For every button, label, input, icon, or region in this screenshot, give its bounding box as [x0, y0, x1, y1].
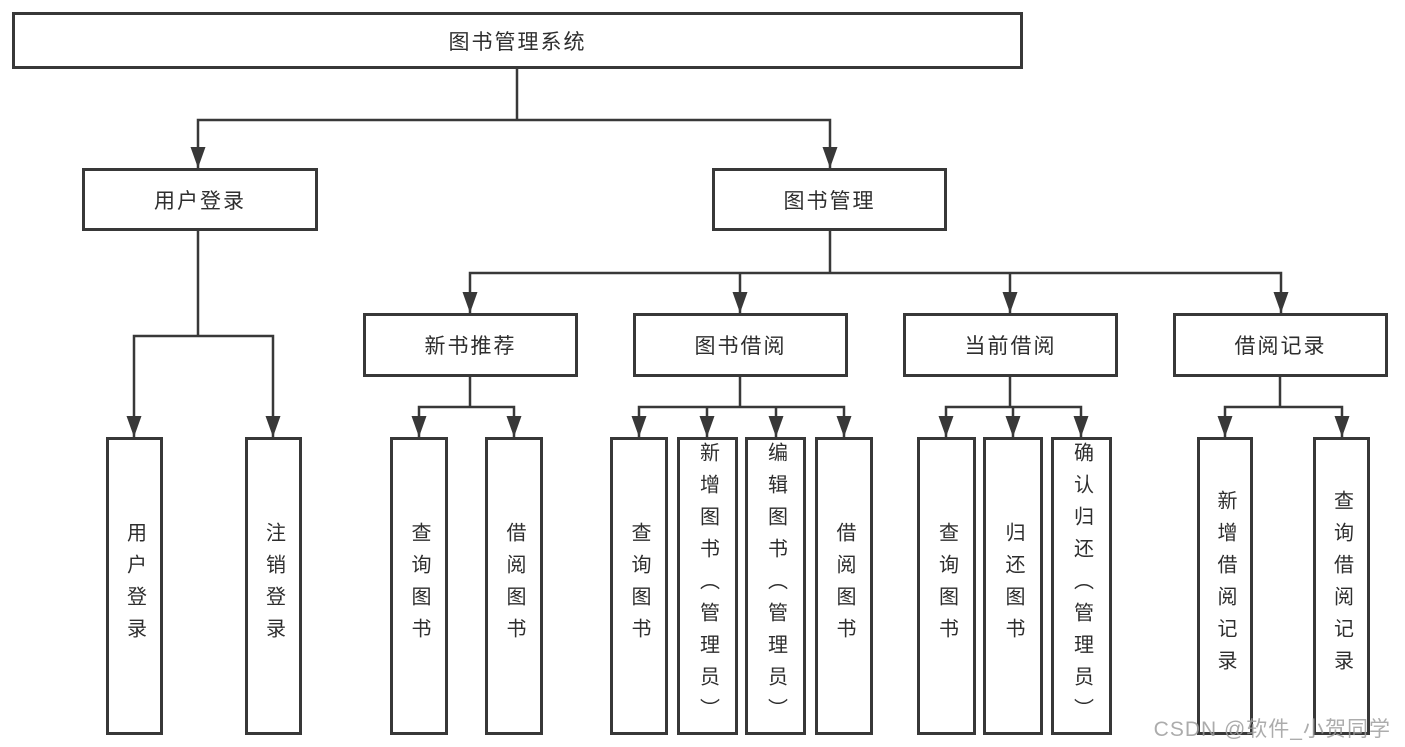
node-book-management-label: 图书管理: [783, 189, 876, 213]
leaf-borrow-books-recommend: 借阅图书: [485, 437, 543, 735]
leaf-add-borrow-record-label: 新增借阅记录: [1214, 490, 1236, 682]
leaf-user-login-label: 用户登录: [123, 522, 146, 650]
leaf-logout-label: 注销登录: [262, 522, 285, 650]
node-current-borrowing: 当前借阅: [903, 313, 1118, 377]
leaf-add-borrow-record: 新增借阅记录: [1197, 437, 1253, 735]
leaf-query-borrow-record-label: 查询借阅记录: [1330, 490, 1353, 682]
leaf-query-borrow-record: 查询借阅记录: [1313, 437, 1370, 735]
tree-lines: [132, 67, 1344, 439]
node-root-label: 图书管理系统: [448, 30, 587, 54]
leaf-query-books-recommend-label: 查询图书: [408, 522, 430, 650]
node-user-login-label: 用户登录: [154, 189, 246, 213]
node-book-management: 图书管理: [712, 168, 947, 231]
leaf-add-books-admin-label: 新增图书（管理员）: [696, 442, 719, 730]
leaf-query-books-recommend: 查询图书: [390, 437, 448, 735]
leaf-return-books: 归还图书: [983, 437, 1043, 735]
leaf-edit-books-admin: 编辑图书（管理员）: [745, 437, 806, 735]
node-user-login: 用户登录: [82, 168, 318, 231]
leaf-logout: 注销登录: [245, 437, 302, 735]
node-borrowing-records: 借阅记录: [1173, 313, 1388, 377]
leaf-query-books-current-label: 查询图书: [935, 522, 958, 650]
leaf-confirm-return-admin: 确认归还（管理员）: [1051, 437, 1112, 735]
leaf-borrow-books-borrowing: 借阅图书: [815, 437, 873, 735]
leaf-return-books-label: 归还图书: [1002, 522, 1024, 650]
node-new-book-recommendation: 新书推荐: [363, 313, 578, 377]
node-book-borrowing-label: 图书借阅: [694, 335, 787, 358]
leaf-user-login: 用户登录: [106, 437, 163, 735]
leaf-borrow-books-borrowing-label: 借阅图书: [833, 522, 855, 650]
leaf-query-books-borrowing-label: 查询图书: [628, 522, 650, 650]
node-book-borrowing: 图书借阅: [633, 313, 848, 377]
node-borrowing-records-label: 借阅记录: [1234, 335, 1327, 358]
node-root: 图书管理系统: [12, 12, 1023, 69]
leaf-confirm-return-admin-label: 确认归还（管理员）: [1070, 442, 1093, 730]
leaf-query-books-borrowing: 查询图书: [610, 437, 668, 735]
node-current-borrowing-label: 当前借阅: [964, 335, 1057, 358]
arrowheads: [126, 147, 1350, 437]
leaf-add-books-admin: 新增图书（管理员）: [677, 437, 738, 735]
leaf-borrow-books-recommend-label: 借阅图书: [503, 522, 525, 650]
csdn-watermark: CSDN @软件_小贺同学: [1153, 718, 1391, 741]
leaf-query-books-current: 查询图书: [917, 437, 976, 735]
node-new-book-recommendation-label: 新书推荐: [424, 335, 517, 358]
leaf-edit-books-admin-label: 编辑图书（管理员）: [764, 442, 787, 730]
